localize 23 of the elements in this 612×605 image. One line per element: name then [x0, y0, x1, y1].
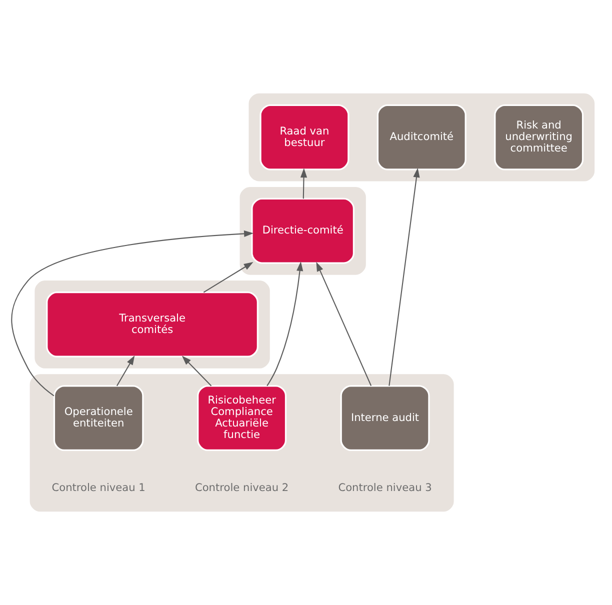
- label: Controle niveau 3: [338, 482, 432, 494]
- arrow: [316, 262, 372, 386]
- arrow: [116, 355, 135, 386]
- cluster: [240, 186, 366, 275]
- cluster: [30, 374, 454, 512]
- arrow: [266, 262, 304, 386]
- node-box: Interne audit: [340, 385, 430, 452]
- arrow: [388, 168, 420, 386]
- arrow: [182, 356, 212, 386]
- node-box: Directie-comité: [251, 198, 355, 264]
- label: Controle niveau 1: [52, 482, 146, 494]
- node-box: Raad van bestuur: [260, 104, 350, 170]
- arrow: [203, 262, 254, 293]
- node-box: Risk and underwriting committee: [494, 104, 584, 170]
- label: Controle niveau 2: [194, 482, 289, 494]
- cluster: [248, 93, 595, 182]
- cluster: [34, 280, 270, 368]
- arrow: [11, 230, 254, 396]
- node-box: Transversale comités: [46, 292, 258, 358]
- node-box: Operationele entiteiten: [53, 385, 144, 452]
- arrow: [300, 168, 308, 199]
- node-box: Auditcomité: [376, 104, 466, 170]
- node-box: Risicobeheer Compliance Actuariële functie: [197, 385, 287, 452]
